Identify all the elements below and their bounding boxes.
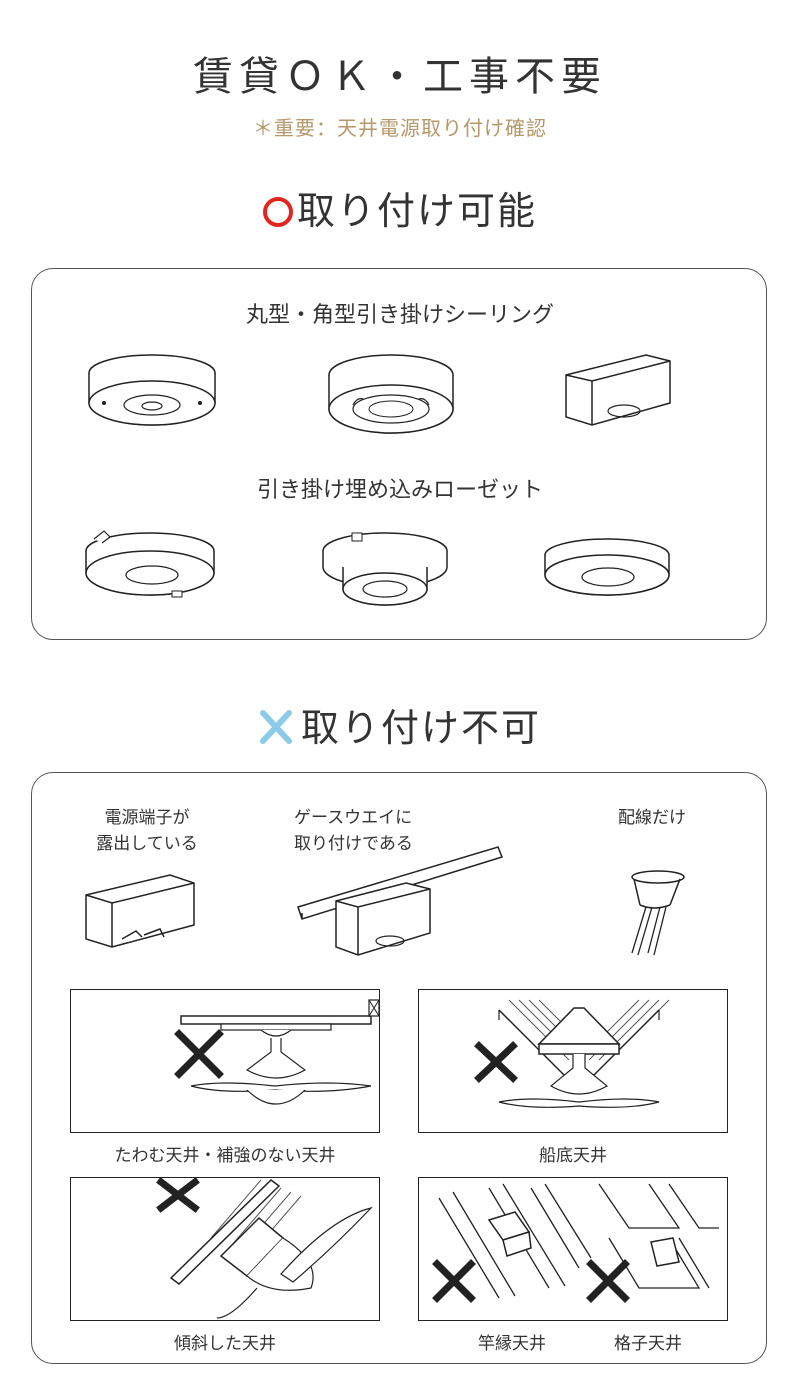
raceway-line2: 取り付けである xyxy=(294,834,413,854)
round-ceiling-illustration xyxy=(88,354,216,426)
sagging-ceiling-illustration xyxy=(174,999,379,1105)
wiring-only-illustration xyxy=(631,870,685,956)
rod-edge-ceiling-caption: 竿縁天井 xyxy=(478,1334,546,1354)
rosette-illustration xyxy=(85,530,215,598)
slanted-ceiling-caption: 傾斜した天井 xyxy=(174,1334,276,1354)
wiring-only-label: 配線だけ xyxy=(618,808,686,828)
raceway-label: ゲースウエイに 取り付けである xyxy=(294,805,474,857)
round-ceiling-illustration-2 xyxy=(328,354,454,434)
rosette-illustration-3 xyxy=(544,538,670,596)
ok-box: 丸型・角型引き掛けシーリング 引き掛け埋め込みローゼット xyxy=(31,268,767,640)
ok-section-heading: 取り付け可能 xyxy=(0,180,800,235)
slanted-ceiling-illustration xyxy=(156,1178,373,1319)
exposed-terminal-line1: 電源端子が xyxy=(104,808,190,828)
grid-ceiling-caption: 格子天井 xyxy=(614,1334,682,1354)
rod-grid-ceiling-illustration xyxy=(432,1183,719,1303)
sagging-ceiling-caption: たわむ天井・補強のない天井 xyxy=(114,1146,336,1166)
ng-section-heading: 取り付け不可 xyxy=(0,697,800,752)
rod-grid-ceiling-panel xyxy=(418,1177,728,1321)
cross-ng-icon xyxy=(259,710,292,744)
rosette-label: 引き掛け埋め込みローゼット xyxy=(256,478,543,503)
sagging-ceiling-panel xyxy=(70,989,380,1133)
ng-heading-text: 取り付け不可 xyxy=(300,706,541,750)
exposed-terminal-label: 電源端子が 露出している xyxy=(72,805,222,857)
rosette-illustration-2 xyxy=(322,532,448,606)
boat-bottom-ceiling-panel xyxy=(418,989,728,1133)
raceway-illustration xyxy=(297,846,503,956)
page-title: 賃貸ＯＫ・工事不要 xyxy=(193,54,607,100)
exposed-terminal-line2: 露出している xyxy=(96,834,198,854)
square-ceiling-illustration xyxy=(565,354,671,426)
ng-box: 電源端子が 露出している ゲースウエイに 取り付けである 配線だけ xyxy=(31,772,767,1364)
hook-ceiling-label: 丸型・角型引き掛けシーリング xyxy=(245,303,554,328)
boat-bottom-ceiling-illustration xyxy=(474,999,670,1108)
ok-heading-text: 取り付け可能 xyxy=(296,189,537,233)
boat-bottom-ceiling-caption: 船底天井 xyxy=(539,1146,607,1166)
raceway-line1: ゲースウエイに xyxy=(294,808,413,828)
slanted-ceiling-panel xyxy=(70,1177,380,1321)
exposed-terminal-illustration xyxy=(85,874,195,948)
circle-ok-icon xyxy=(262,197,293,227)
page-subtitle: ＊重要：天井電源取り付け確認 xyxy=(253,116,547,140)
